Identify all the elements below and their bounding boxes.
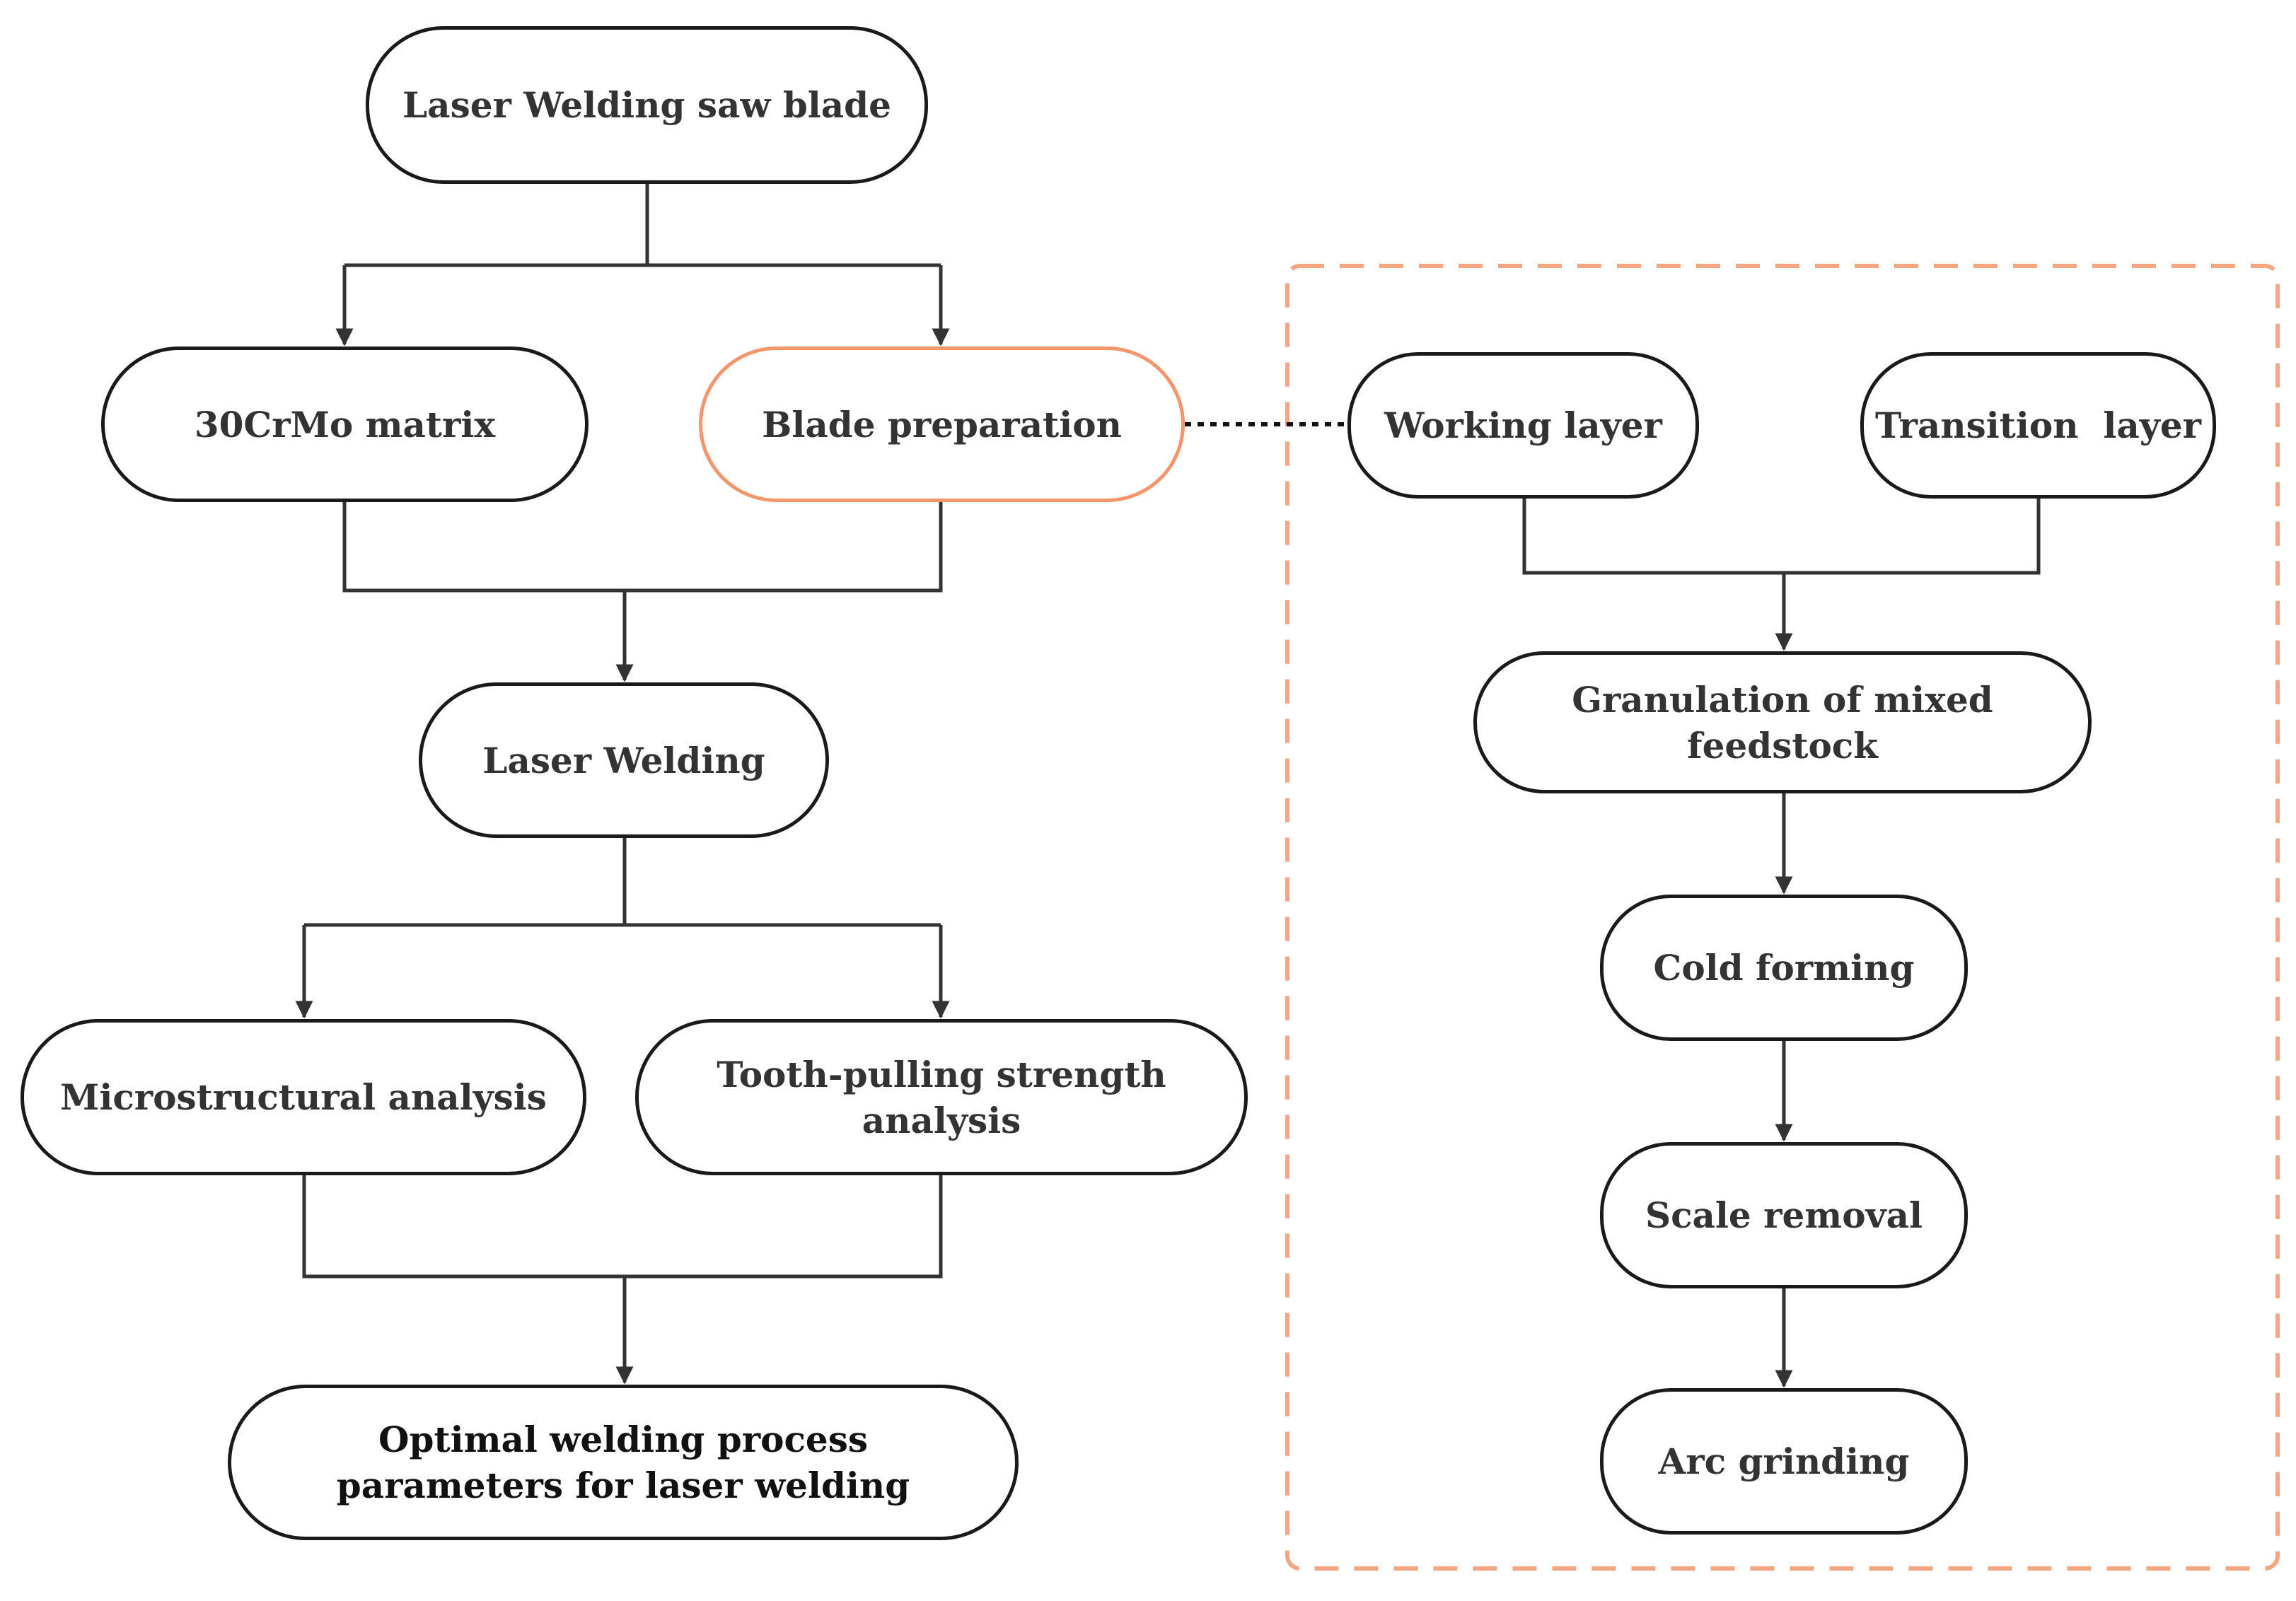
node-blade-preparation: Blade preparation — [699, 347, 1185, 502]
connector-layers-merge — [1522, 499, 2041, 575]
connector-analysis-merge — [302, 1175, 943, 1279]
node-tooth-pulling-strength-analysis: Tooth-pulling strength analysis — [635, 1019, 1248, 1175]
node-working-layer: Working layer — [1347, 352, 1699, 499]
node-granulation-mixed-feedstock: Granulation of mixed feedstock — [1473, 651, 2092, 793]
node-laser-welding-saw-blade: Laser Welding saw blade — [366, 26, 928, 184]
connector-matrix-down — [342, 502, 943, 593]
node-optimal-welding-parameters: Optimal welding process parameters for l… — [228, 1385, 1019, 1540]
node-arc-grinding: Arc grinding — [1600, 1388, 1968, 1535]
node-microstructural-analysis: Microstructural analysis — [21, 1019, 586, 1175]
node-cold-forming: Cold forming — [1600, 895, 1968, 1041]
node-30crmo-matrix: 30CrMo matrix — [101, 347, 589, 502]
node-transition-layer: Transition layer — [1860, 352, 2216, 499]
node-laser-welding: Laser Welding — [419, 682, 829, 838]
process-group-boundary — [1285, 264, 2280, 1571]
node-scale-removal: Scale removal — [1600, 1142, 1968, 1288]
